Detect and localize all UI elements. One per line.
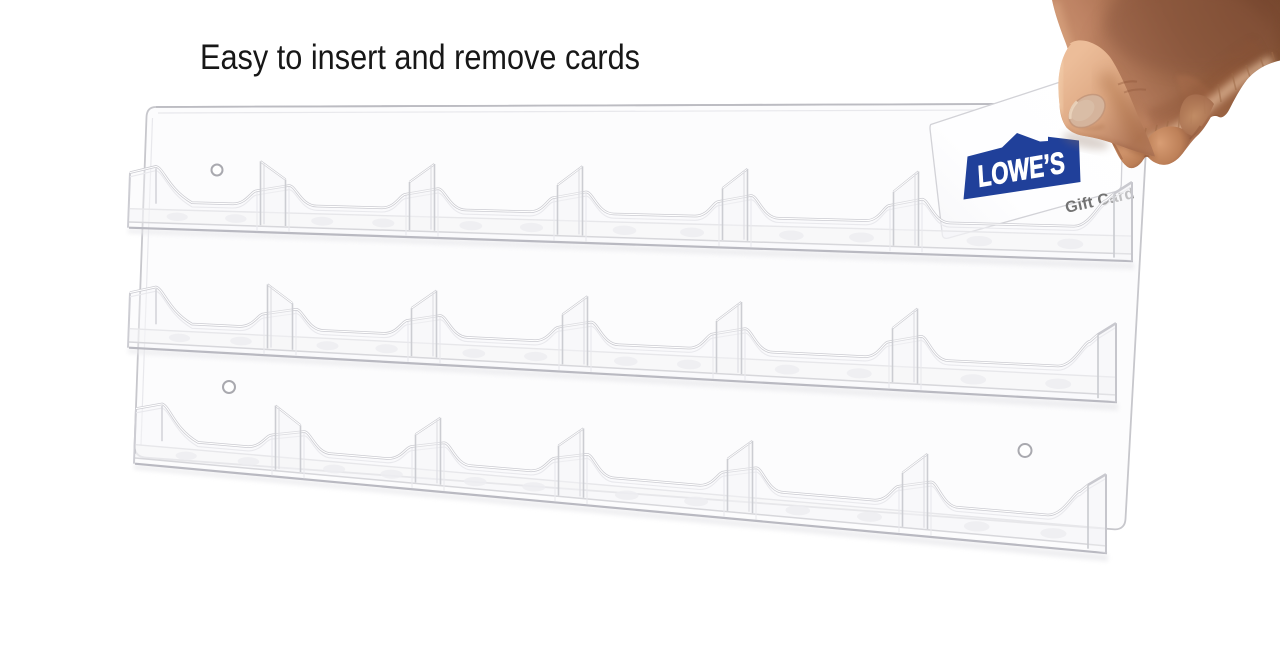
svg-text:Easy to insert and remove card: Easy to insert and remove cards — [200, 37, 640, 77]
